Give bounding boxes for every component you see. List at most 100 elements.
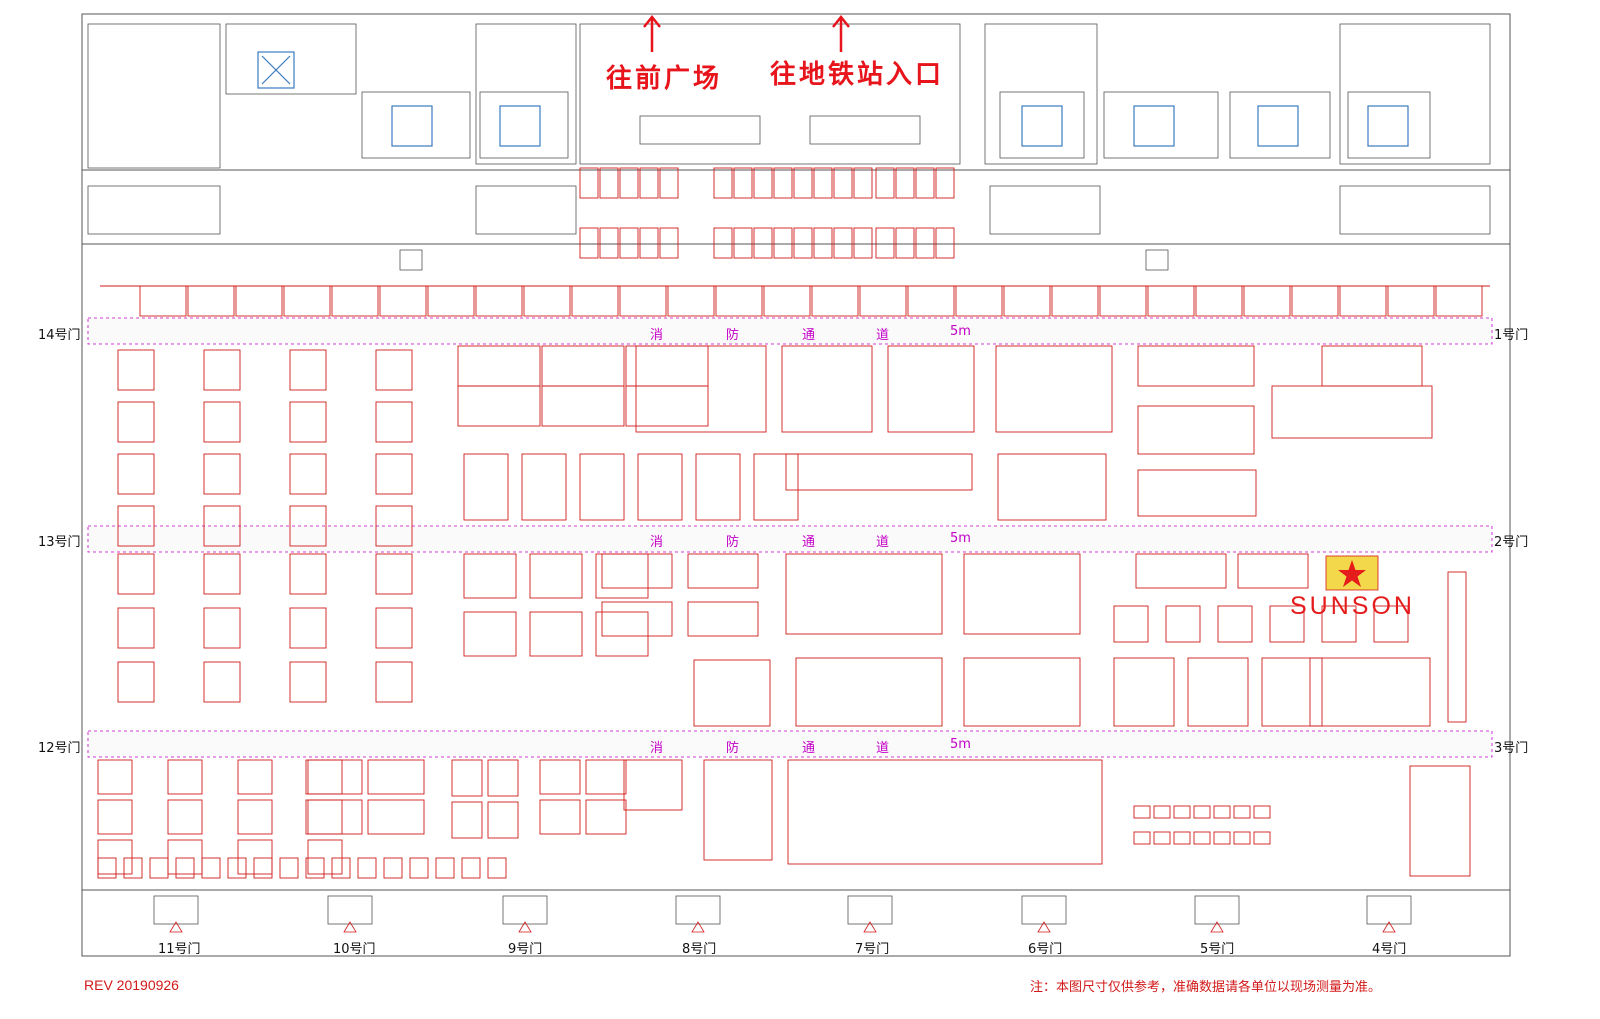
booth-outline xyxy=(289,453,327,495)
fire-lane-char: 5m xyxy=(950,531,971,546)
entrance-arrow-icon xyxy=(518,921,532,933)
booth-outline xyxy=(915,167,935,199)
entrance-block xyxy=(1194,895,1240,925)
booth-outline xyxy=(375,453,413,495)
gate-12[interactable]: 12号门 xyxy=(38,741,81,756)
gate-9[interactable]: 9号门 xyxy=(508,942,543,957)
booth-outline xyxy=(695,453,741,521)
booth-outline xyxy=(1321,345,1423,387)
booth-outline xyxy=(117,553,155,595)
fire-lane-char: 消 xyxy=(650,328,664,343)
booth-outline xyxy=(601,601,673,637)
booth-outline xyxy=(289,553,327,595)
booth-outline xyxy=(375,401,413,443)
booth-outline xyxy=(813,167,833,199)
booth-outline xyxy=(585,799,627,835)
booth-outline xyxy=(529,553,583,599)
entrance-block xyxy=(1366,895,1412,925)
booth-outline xyxy=(833,167,853,199)
booth-outline xyxy=(435,857,455,879)
booth-outline xyxy=(367,799,425,835)
booth-outline xyxy=(97,759,133,795)
booth-outline xyxy=(427,285,475,317)
booth-outline xyxy=(203,401,241,443)
gate-8[interactable]: 8号门 xyxy=(682,942,717,957)
gate-7[interactable]: 7号门 xyxy=(855,942,890,957)
service-area xyxy=(87,23,1491,271)
booth-outline xyxy=(487,857,507,879)
booth-outline xyxy=(733,167,753,199)
booth-outline xyxy=(1137,469,1257,517)
gate-5[interactable]: 5号门 xyxy=(1200,942,1235,957)
booth-outline xyxy=(167,839,203,875)
gate-14[interactable]: 14号门 xyxy=(38,328,81,343)
booth-outline xyxy=(659,227,679,259)
booth-outline xyxy=(1193,805,1211,819)
booth-outline xyxy=(117,661,155,703)
booth-outline xyxy=(253,857,273,879)
fire-lane-char: 防 xyxy=(726,535,740,550)
booth-outline xyxy=(793,227,813,259)
booth-outline xyxy=(585,759,627,795)
direction-front-plaza: 往前广场 xyxy=(606,64,723,94)
booth-outline xyxy=(305,759,363,795)
booth-outline xyxy=(703,759,773,861)
measurement-note: 注：本图尺寸仅供参考，准确数据请各单位以现场测量为准。 xyxy=(1030,980,1382,995)
booth-outline xyxy=(451,759,483,797)
entrance-arrow-icon xyxy=(1210,921,1224,933)
booth-outline xyxy=(1269,605,1305,643)
gate-11[interactable]: 11号门 xyxy=(158,942,201,957)
gate-2[interactable]: 2号门 xyxy=(1494,535,1529,550)
booth-outline xyxy=(955,285,1003,317)
entrance-block xyxy=(153,895,199,925)
booth-outline xyxy=(1435,285,1483,317)
booth-outline xyxy=(715,285,763,317)
booth-outline xyxy=(227,857,247,879)
gate-10[interactable]: 10号门 xyxy=(333,942,376,957)
booth-outline xyxy=(1051,285,1099,317)
fire-lane-char: 通 xyxy=(802,535,816,550)
booth-outline xyxy=(541,345,625,387)
booth-outline xyxy=(1261,657,1323,727)
booth-outline xyxy=(203,553,241,595)
bottom-entrance-area xyxy=(153,895,1412,933)
booth-outline xyxy=(235,285,283,317)
booth-outline xyxy=(1137,405,1255,455)
booth-outline xyxy=(203,607,241,649)
gate-3[interactable]: 3号门 xyxy=(1494,741,1529,756)
booth-outline xyxy=(1321,605,1357,643)
booth-outline xyxy=(117,401,155,443)
booth-outline xyxy=(139,285,187,317)
gate-6[interactable]: 6号门 xyxy=(1028,942,1063,957)
fire-lane-char: 消 xyxy=(650,535,664,550)
fire-lane-char: 道 xyxy=(876,328,890,343)
booth-outline xyxy=(935,227,955,259)
booth-outline xyxy=(619,167,639,199)
booth-outline xyxy=(123,857,143,879)
booth-outline xyxy=(521,453,567,521)
sunson-booth[interactable] xyxy=(1325,555,1379,591)
booth-outline xyxy=(637,453,683,521)
red-star-icon xyxy=(1338,560,1366,587)
booth-outline xyxy=(331,857,351,879)
booth-outline xyxy=(1133,805,1151,819)
booth-outline xyxy=(457,345,541,387)
gate-13[interactable]: 13号门 xyxy=(38,535,81,550)
booth-outline xyxy=(1339,285,1387,317)
booth-outline xyxy=(619,227,639,259)
booth-outline xyxy=(1173,831,1191,845)
booth-outline xyxy=(1003,285,1051,317)
booth-outline xyxy=(457,385,541,427)
booth-outline xyxy=(1187,657,1249,727)
booth-outline xyxy=(1373,605,1409,643)
booth-outline xyxy=(279,857,299,879)
sunson-label[interactable]: SUNSON xyxy=(1290,592,1415,620)
booth-outline xyxy=(331,285,379,317)
booth-outline xyxy=(375,505,413,547)
booth-outline xyxy=(167,799,203,835)
booth-outline xyxy=(289,401,327,443)
gate-1[interactable]: 1号门 xyxy=(1494,328,1529,343)
booth-outline xyxy=(1233,831,1251,845)
booth-outline xyxy=(813,227,833,259)
gate-4[interactable]: 4号门 xyxy=(1372,942,1407,957)
